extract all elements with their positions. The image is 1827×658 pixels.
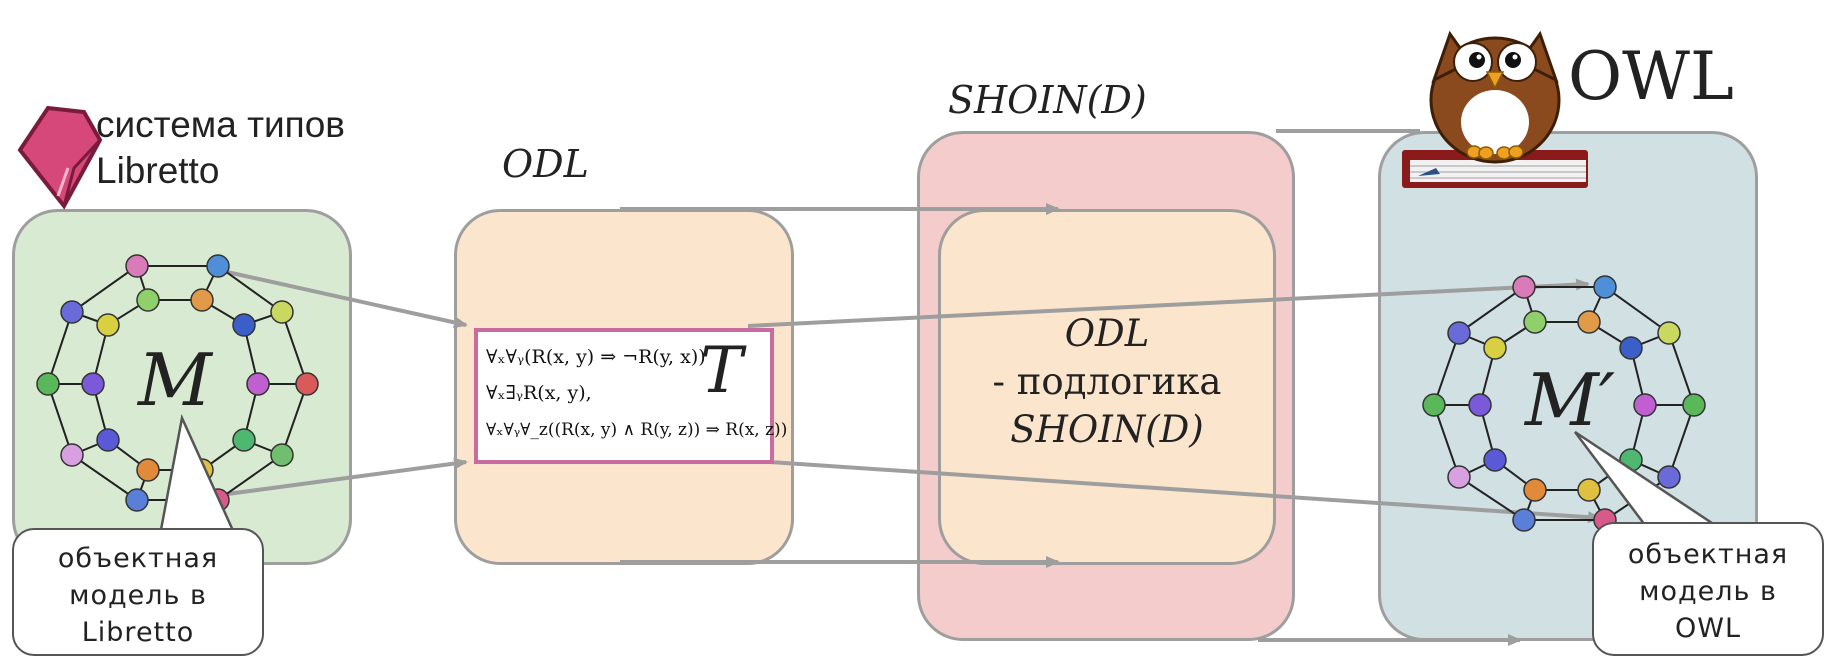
formula-line-1: ∀ₓ∀ᵧ(R(x, y) ⇒ ¬R(y, x)) <box>486 346 706 368</box>
theory-t-label: T <box>700 334 743 408</box>
owl-on-book-icon <box>1402 30 1588 188</box>
formula-line-2: ∀ₓ∃ᵧR(x, y), <box>486 382 592 404</box>
callout-pointer-left <box>158 413 237 537</box>
model-m-label: M <box>138 338 212 422</box>
owl-model-callout: объектная модель в OWL <box>1592 522 1824 656</box>
arrow-t-to-mprime-top <box>747 278 1590 328</box>
model-m-prime-label: M′ <box>1525 358 1616 442</box>
arrow-m-to-t-bottom <box>219 457 468 497</box>
owl-model-nodes <box>1422 275 1706 532</box>
formula-line-3: ∀ₓ∀ᵧ∀_z((R(x, y) ∧ R(y, z)) ⇒ R(x, z)) <box>486 420 788 440</box>
arrow-t-to-mprime-bottom <box>769 460 1602 524</box>
libretto-model-callout: объектная модель в Libretto <box>12 528 264 656</box>
libretto-types-label: система типов Libretto <box>96 104 345 191</box>
theory-formula-box: ∀ₓ∀ᵧ(R(x, y) ⇒ ¬R(y, x)) ∀ₓ∃ᵧR(x, y), ∀ₓ… <box>474 328 787 464</box>
libretto-model-nodes <box>36 254 319 512</box>
shoin-title: SHOIN(D) <box>948 78 1147 122</box>
odl-title: ODL <box>502 142 589 186</box>
libretto-gem-icon <box>17 105 103 210</box>
odl-sublogic-box <box>938 209 1276 565</box>
sublogic-text: ODL - подлогика SHOIN(D) <box>992 312 1222 451</box>
owl-title: OWL <box>1568 38 1734 115</box>
arrow-m-to-t-top <box>217 268 468 329</box>
